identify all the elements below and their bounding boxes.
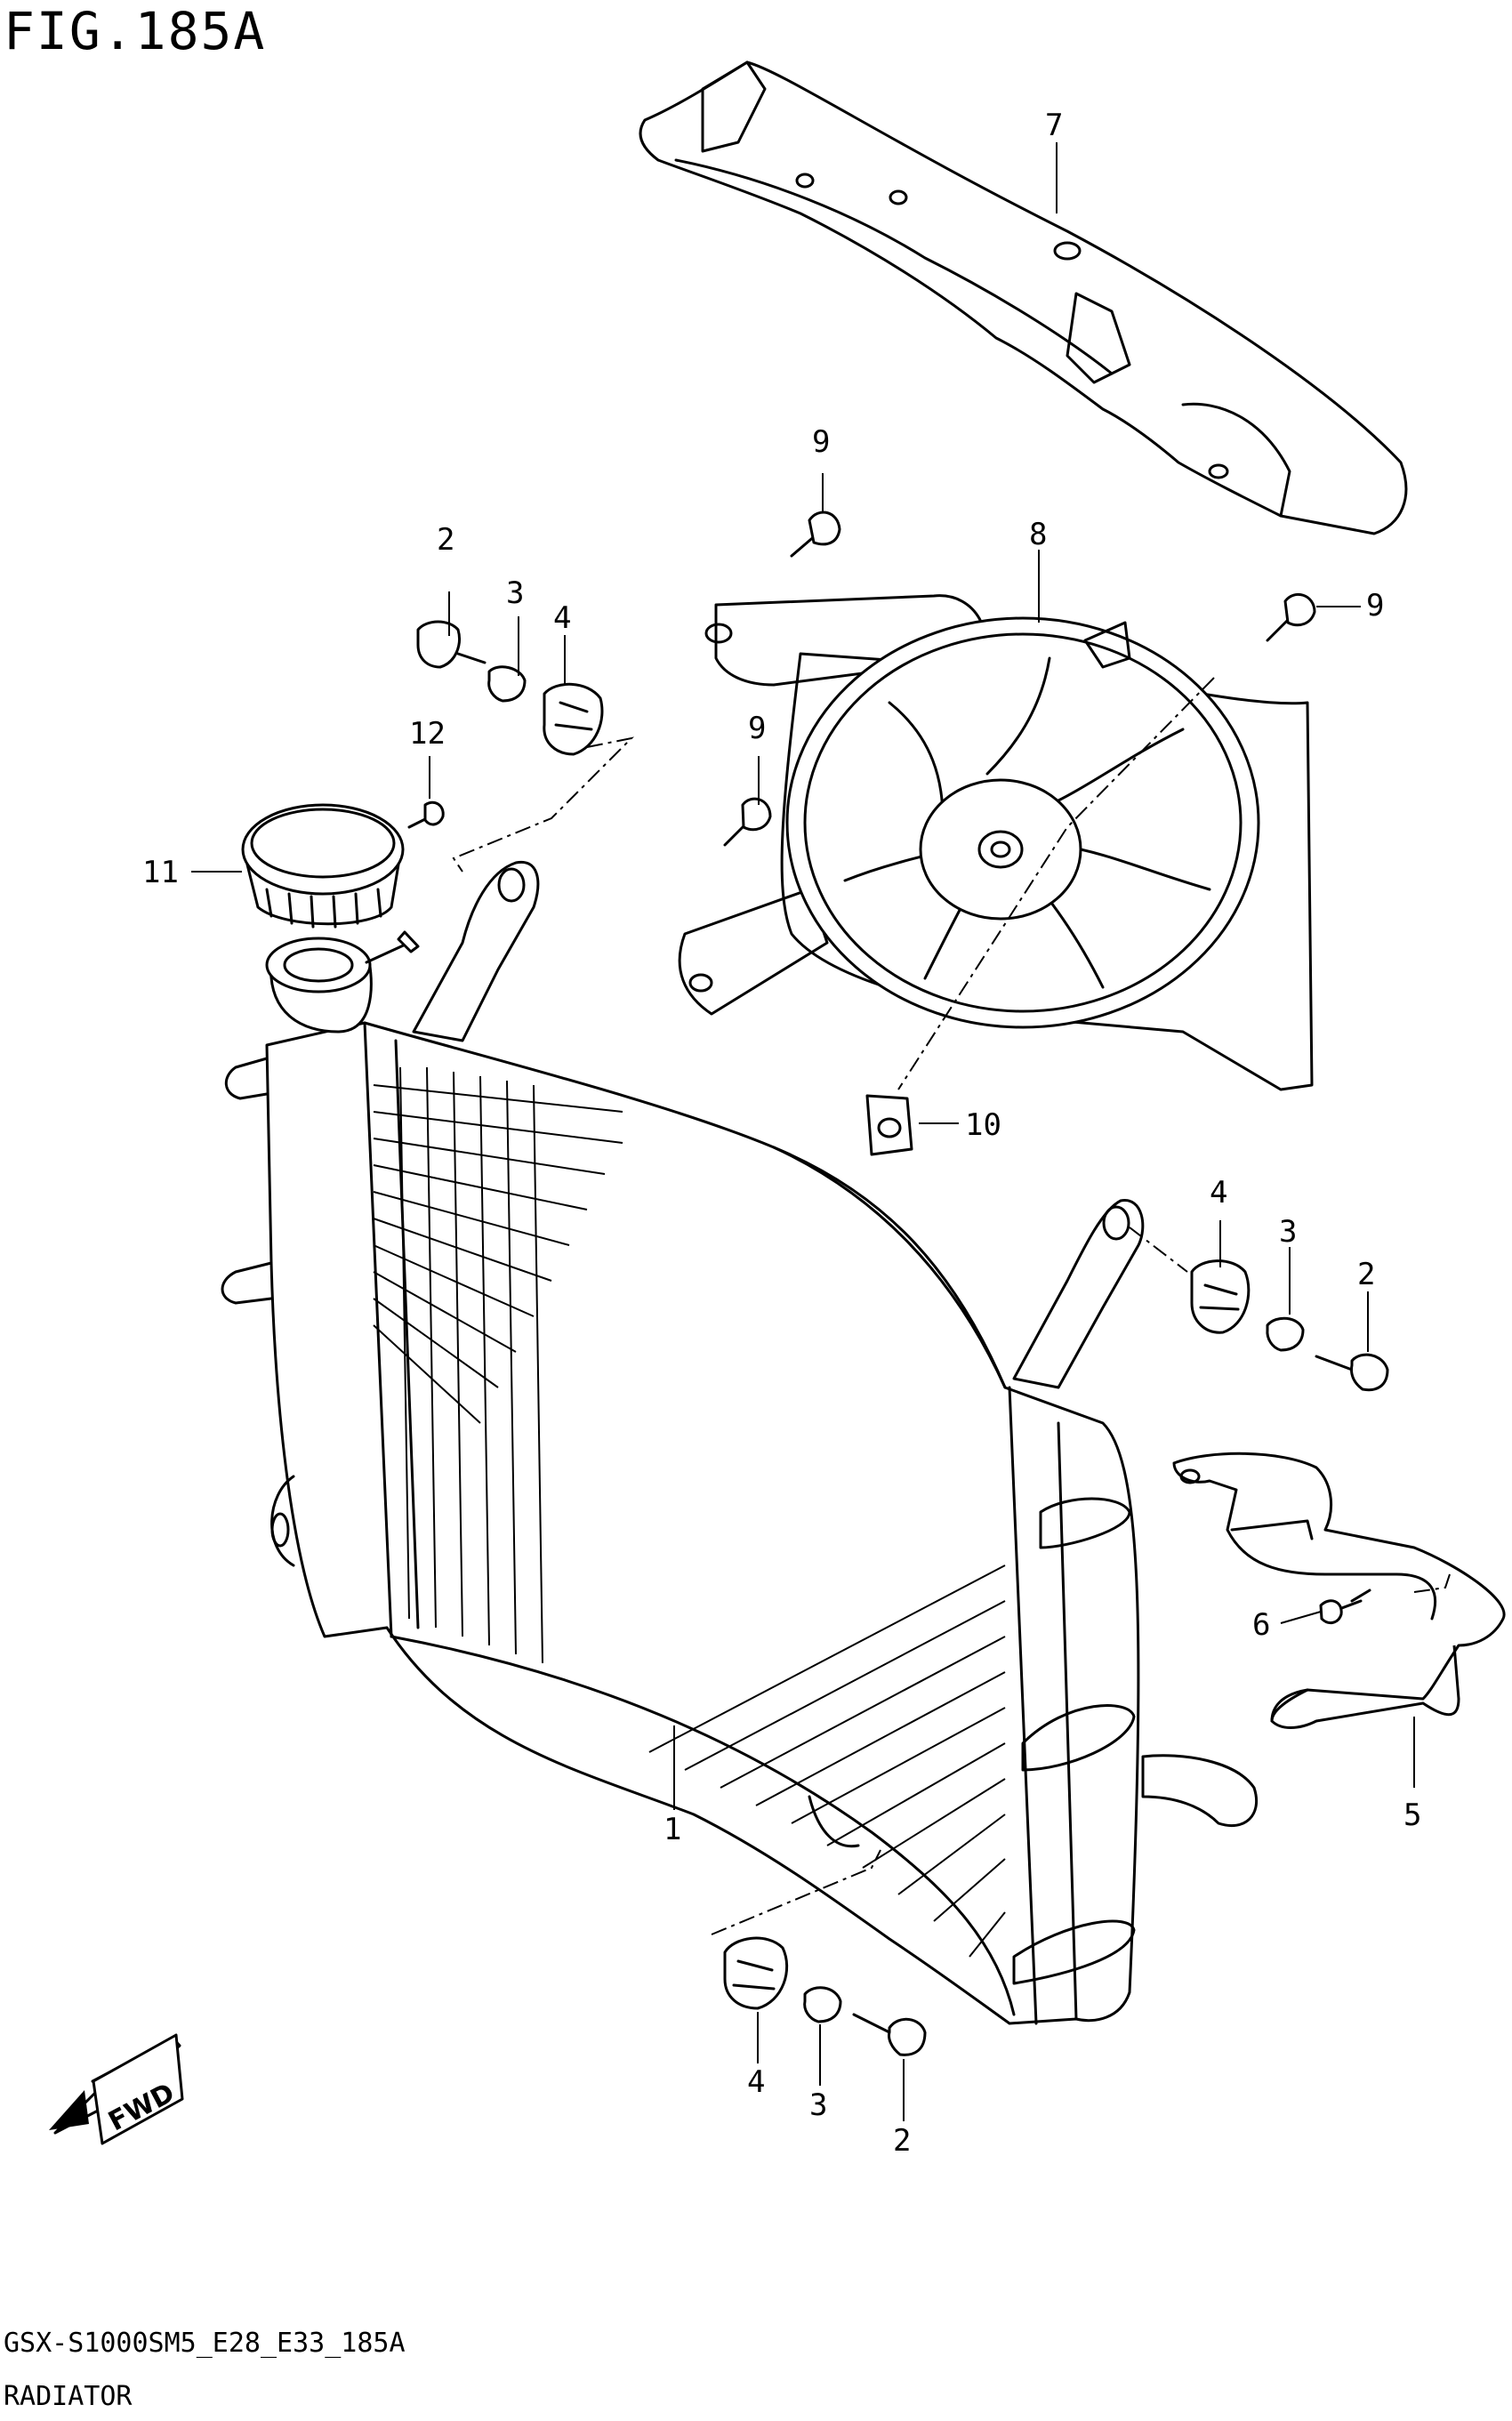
callout-6: 6: [1252, 1607, 1270, 1643]
figure-name: RADIATOR: [4, 2381, 133, 2412]
callout-9-left: 9: [748, 711, 766, 746]
mount-set-right: [1190, 1259, 1389, 1392]
leader-lines: [191, 142, 1451, 2121]
radiator-cap-part-11: [241, 803, 405, 929]
callout-8: 8: [1029, 517, 1047, 552]
figure-title: FIG.185A: [4, 1, 267, 61]
callout-4-bottom: 4: [747, 2064, 765, 2100]
radiator-part-1: [221, 860, 1259, 2025]
callout-3-right: 3: [1279, 1214, 1297, 1250]
callout-5: 5: [1403, 1798, 1421, 1833]
bolt-part-9-left: [723, 797, 772, 847]
mount-set-bottom: [723, 1936, 927, 2056]
bolt-part-6: [1319, 1599, 1363, 1625]
forward-arrow-icon: FWD: [49, 2033, 184, 2145]
bolt-part-9-top: [790, 511, 841, 558]
mount-set-upper-left: [416, 620, 604, 756]
screw-part-12: [407, 800, 445, 829]
shroud-bracket-part-7: [639, 60, 1408, 535]
callout-10: 10: [965, 1107, 1001, 1143]
callout-3-bottom: 3: [809, 2087, 827, 2123]
callout-3-upper: 3: [506, 575, 524, 611]
model-code: GSX-S1000SM5_E28_E33_185A: [4, 2328, 406, 2359]
cooling-fan-part-8: [678, 594, 1314, 1091]
bolt-part-9-right: [1266, 592, 1316, 642]
callout-9-top: 9: [812, 424, 830, 460]
callout-4-upper: 4: [553, 600, 571, 636]
callout-9-right: 9: [1366, 588, 1384, 623]
callout-4-right: 4: [1210, 1175, 1227, 1210]
callout-2-right: 2: [1357, 1257, 1375, 1292]
callout-1: 1: [664, 1812, 681, 1847]
callout-2-upper: 2: [437, 522, 454, 558]
callout-2-bottom: 2: [893, 2123, 911, 2159]
clip-nut-part-10: [865, 1094, 913, 1156]
callout-12: 12: [409, 716, 446, 752]
hose-bracket-part-5: [1172, 1452, 1506, 1729]
callout-7: 7: [1045, 108, 1063, 143]
callout-11: 11: [142, 855, 179, 890]
